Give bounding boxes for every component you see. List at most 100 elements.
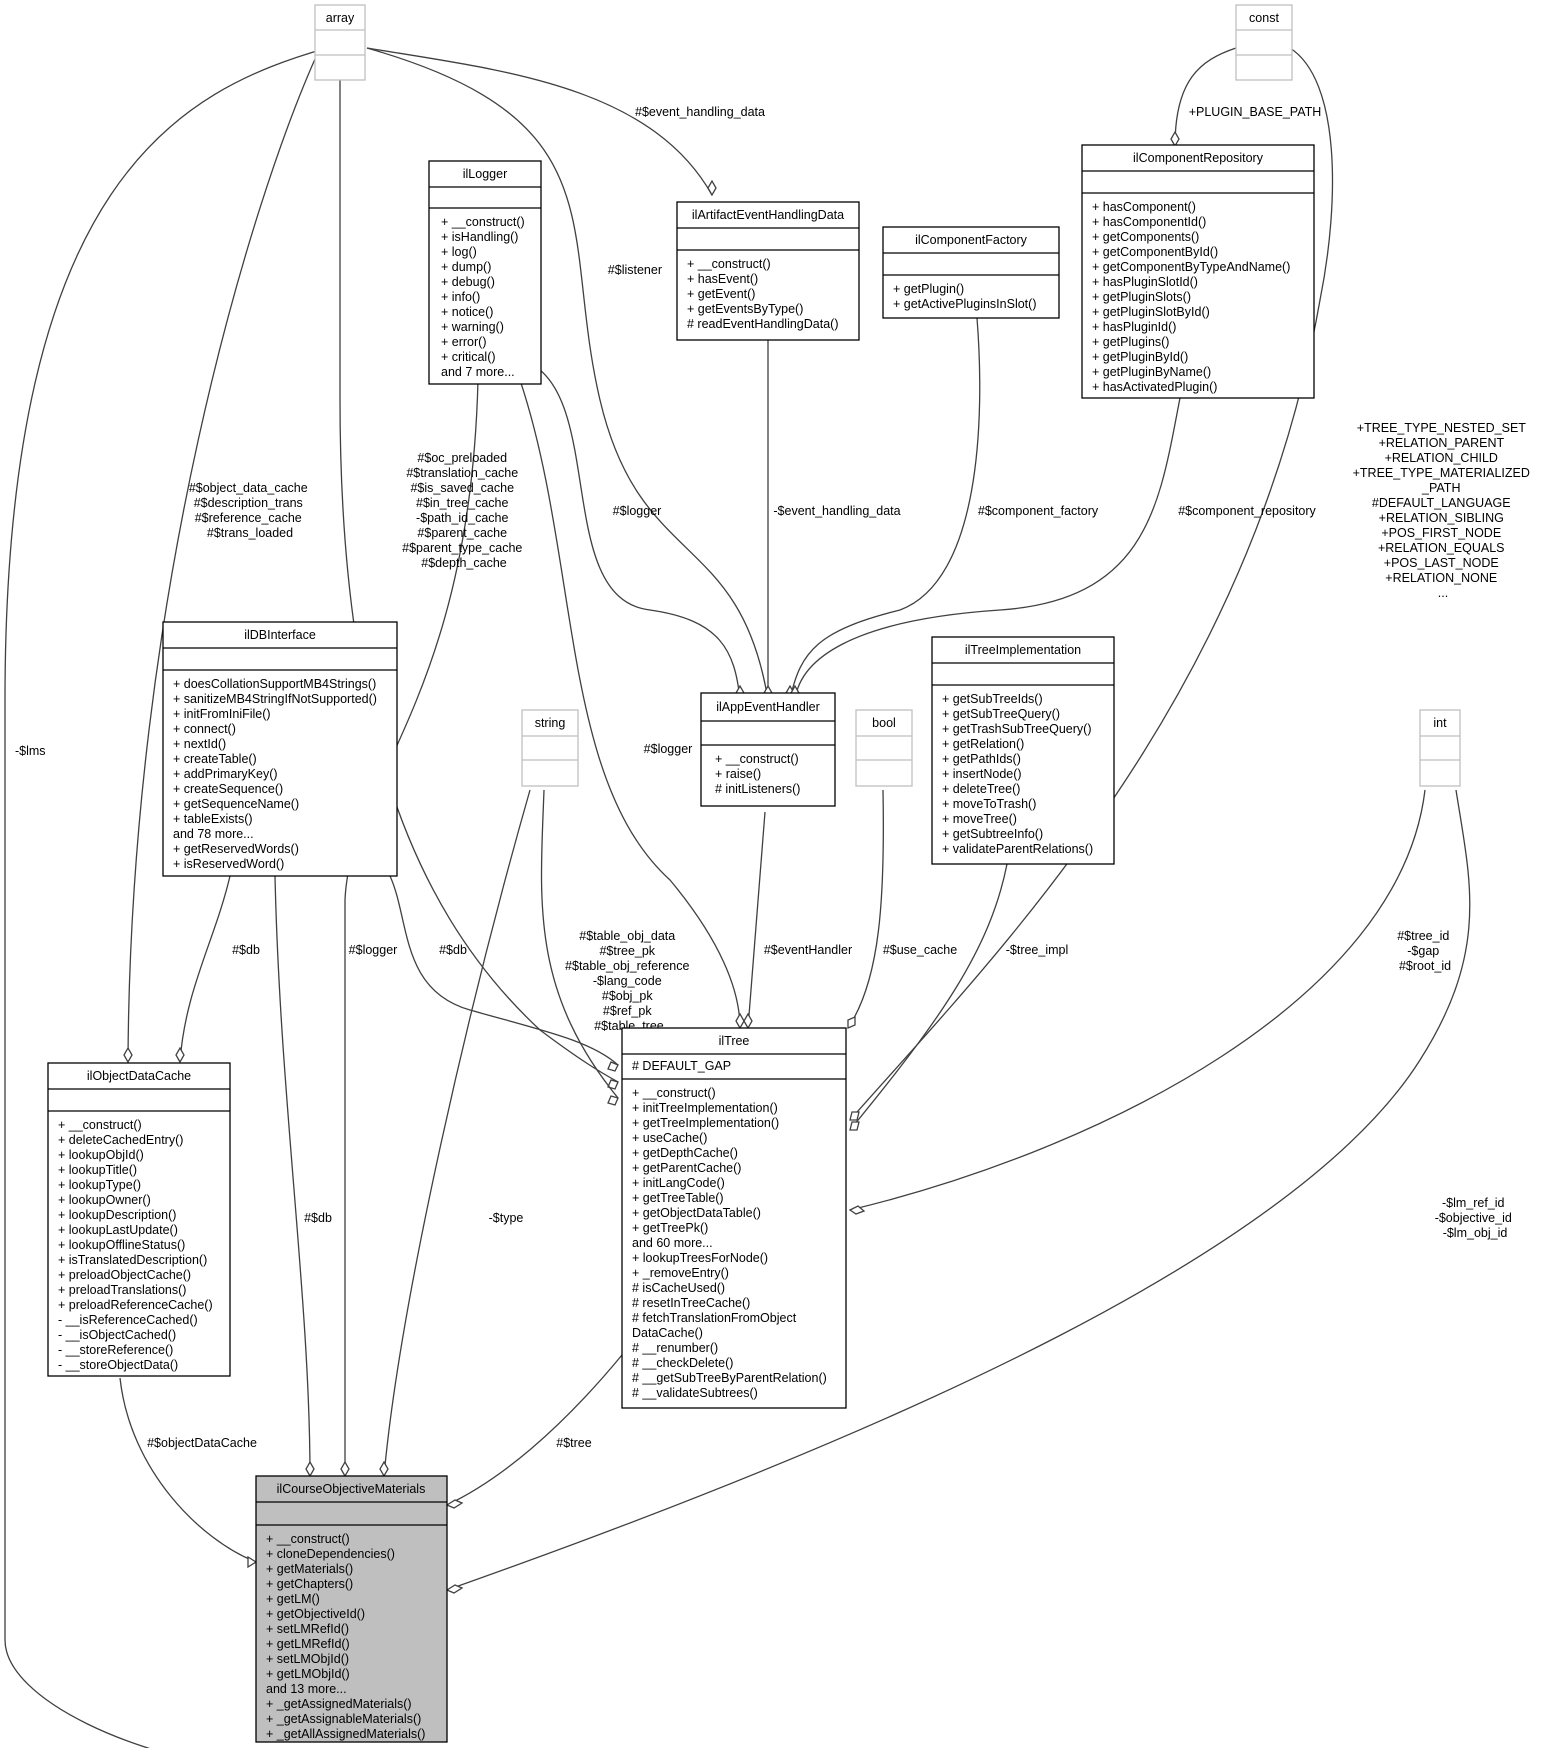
label-tree: #$tree <box>556 1436 591 1450</box>
label-tree-impl: -$tree_impl <box>1006 943 1069 957</box>
edge-repo-appevent <box>794 397 1181 701</box>
class-ilObjectDataCache-members: + __construct() + deleteCachedEntry() + … <box>58 1118 216 1372</box>
diamond-mat-tree <box>445 1499 464 1509</box>
class-ilCourseObjectiveMaterials[interactable]: ilCourseObjectiveMaterials + __construct… <box>255 1475 448 1743</box>
edge-tree-mat <box>446 1354 623 1506</box>
edge-objcache-mat <box>119 1377 257 1563</box>
class-ilTree-members: + __construct() + initTreeImplementation… <box>632 1086 830 1400</box>
class-ilTree-attributes: # DEFAULT_GAP <box>632 1059 731 1073</box>
diamond-mat-logger <box>340 1460 350 1478</box>
diamond-tree-const <box>849 1111 860 1121</box>
edge-string-mat <box>383 789 531 1477</box>
diamond-tree-treeimpl <box>849 1121 860 1131</box>
edge-const-componentrepo <box>1174 47 1237 147</box>
label-lms: -$lms <box>15 744 46 758</box>
class-array-title: array <box>326 11 355 25</box>
label-logger-mat: #$logger <box>349 943 398 957</box>
class-int-title: int <box>1433 716 1447 730</box>
diamond-mat-objcache <box>247 1555 258 1569</box>
diamond-tree-int <box>848 1205 866 1215</box>
label-const-attrs: +TREE_TYPE_NESTED_SET +RELATION_PARENT +… <box>1353 421 1534 600</box>
class-ilObjectDataCache-title: ilObjectDataCache <box>87 1069 191 1083</box>
edge-appevent-tree <box>747 811 766 1029</box>
class-ilDBInterface-members: + doesCollationSupportMB4Strings() + san… <box>173 677 380 871</box>
edge-array-appevent-listener <box>366 47 769 701</box>
class-ilComponentFactory-title: ilComponentFactory <box>915 233 1028 247</box>
class-string-title: string <box>535 716 566 730</box>
label-tree-caches: #$oc_preloaded #$translation_cache #$is_… <box>402 451 526 570</box>
class-array[interactable]: array <box>314 4 366 81</box>
class-ilAppEventHandler-title: ilAppEventHandler <box>716 700 820 714</box>
class-ilCourseObjectiveMaterials-members: + __construct() + cloneDependencies() + … <box>266 1532 425 1741</box>
label-object-data-cache-attrs: #$object_data_cache #$description_trans … <box>189 481 311 540</box>
label-app-event-handling-data: -$event_handling_data <box>773 504 900 518</box>
label-logger-app: #$logger <box>613 504 662 518</box>
label-component-factory: #$component_factory <box>978 504 1099 518</box>
diamond-artifactdata <box>707 179 717 197</box>
class-ilComponentRepository-members: + hasComponent() + hasComponentId() + ge… <box>1092 200 1294 394</box>
edge-bool-tree <box>847 789 885 1029</box>
class-ilComponentFactory-members: + getPlugin() + getActivePluginsInSlot() <box>893 282 1036 311</box>
diamond-objcache <box>123 1046 133 1064</box>
edge-logger-appevent <box>539 369 741 701</box>
class-ilDBInterface[interactable]: ilDBInterface + doesCollationSupportMB4S… <box>162 621 398 877</box>
class-ilObjectDataCache[interactable]: ilObjectDataCache + __construct() + dele… <box>47 1062 231 1377</box>
class-ilLogger[interactable]: ilLogger + __construct() + isHandling() … <box>428 160 542 385</box>
label-db-tree: #$db <box>439 943 467 957</box>
edge-int-tree <box>849 789 1426 1211</box>
class-ilArtifactEventHandlingData-title: ilArtifactEventHandlingData <box>692 208 844 222</box>
edge-factory-appevent <box>789 317 981 701</box>
edge-db-mat <box>274 875 311 1477</box>
edge-array-tree-caches <box>339 48 619 1083</box>
label-type: -$type <box>489 1211 524 1225</box>
label-event-handler: #$eventHandler <box>764 943 852 957</box>
label-use-cache: #$use_cache <box>883 943 957 957</box>
class-ilLogger-members: + __construct() + isHandling() + log() +… <box>441 215 528 379</box>
class-ilDBInterface-title: ilDBInterface <box>244 628 316 642</box>
class-ilArtifactEventHandlingData[interactable]: ilArtifactEventHandlingData + __construc… <box>676 201 860 341</box>
diamond-mat-int <box>445 1584 464 1594</box>
class-ilLogger-title: ilLogger <box>463 167 507 181</box>
label-event-handling-data: #$event_handling_data <box>635 105 765 119</box>
class-string[interactable]: string <box>521 709 579 787</box>
label-object-data-cache: #$objectDataCache <box>147 1436 257 1450</box>
label-db-cache: #$db <box>232 943 260 957</box>
label-mat-ints: -$lm_ref_id -$objective_id -$lm_obj_id <box>1435 1196 1516 1240</box>
edge-labels: #$event_handling_data +PLUGIN_BASE_PATH … <box>15 105 1534 1450</box>
class-ilAppEventHandler-members: + __construct() + raise() # initListener… <box>715 752 802 796</box>
edge-array-mat-lms <box>4 47 328 1748</box>
class-ilTree-title: ilTree <box>719 1034 750 1048</box>
class-ilAppEventHandler[interactable]: ilAppEventHandler + __construct() + rais… <box>700 692 836 807</box>
diamond-mat-string <box>379 1460 389 1478</box>
class-ilTreeImplementation-title: ilTreeImplementation <box>965 643 1081 657</box>
class-ilCourseObjectiveMaterials-title: ilCourseObjectiveMaterials <box>277 1482 426 1496</box>
class-ilTree[interactable]: ilTree # DEFAULT_GAP + __construct() + i… <box>621 1027 847 1409</box>
class-const[interactable]: const <box>1235 4 1293 81</box>
diamond-tree-bool <box>847 1016 856 1029</box>
class-bool[interactable]: bool <box>855 709 913 787</box>
class-ilArtifactEventHandlingData-members: + __construct() + hasEvent() + getEvent(… <box>687 257 838 331</box>
label-tree-strings: #$table_obj_data #$tree_pk #$table_obj_r… <box>565 929 693 1033</box>
class-int[interactable]: int <box>1419 709 1461 787</box>
label-db-mat: #$db <box>304 1211 332 1225</box>
diamond-componentrepo <box>1170 130 1180 148</box>
edge-const-tree <box>849 47 1334 1121</box>
diamond-tree-logger <box>735 1012 745 1030</box>
class-ilComponentRepository[interactable]: ilComponentRepository + hasComponent() +… <box>1081 144 1315 399</box>
label-tree-ints: #$tree_id -$gap #$root_id <box>1397 929 1453 973</box>
class-ilTreeImplementation-members: + getSubTreeIds() + getSubTreeQuery() + … <box>942 692 1095 856</box>
class-ilComponentFactory[interactable]: ilComponentFactory + getPlugin() + getAc… <box>882 226 1060 319</box>
edge-array-artifactdata <box>366 47 713 196</box>
edge-logger-tree <box>519 379 741 1029</box>
edge-int-mat <box>446 789 1471 1591</box>
diamond-tree-string <box>607 1095 619 1106</box>
diamond-tree-db <box>607 1061 619 1072</box>
label-logger-tree: #$logger <box>644 742 693 756</box>
label-component-repository: #$component_repository <box>1178 504 1316 518</box>
class-const-title: const <box>1249 11 1279 25</box>
label-plugin-base-path: +PLUGIN_BASE_PATH <box>1189 105 1322 119</box>
class-ilTreeImplementation[interactable]: ilTreeImplementation + getSubTreeIds() +… <box>931 636 1115 865</box>
edge-db-objcache <box>179 875 231 1063</box>
label-listener: #$listener <box>608 263 662 277</box>
